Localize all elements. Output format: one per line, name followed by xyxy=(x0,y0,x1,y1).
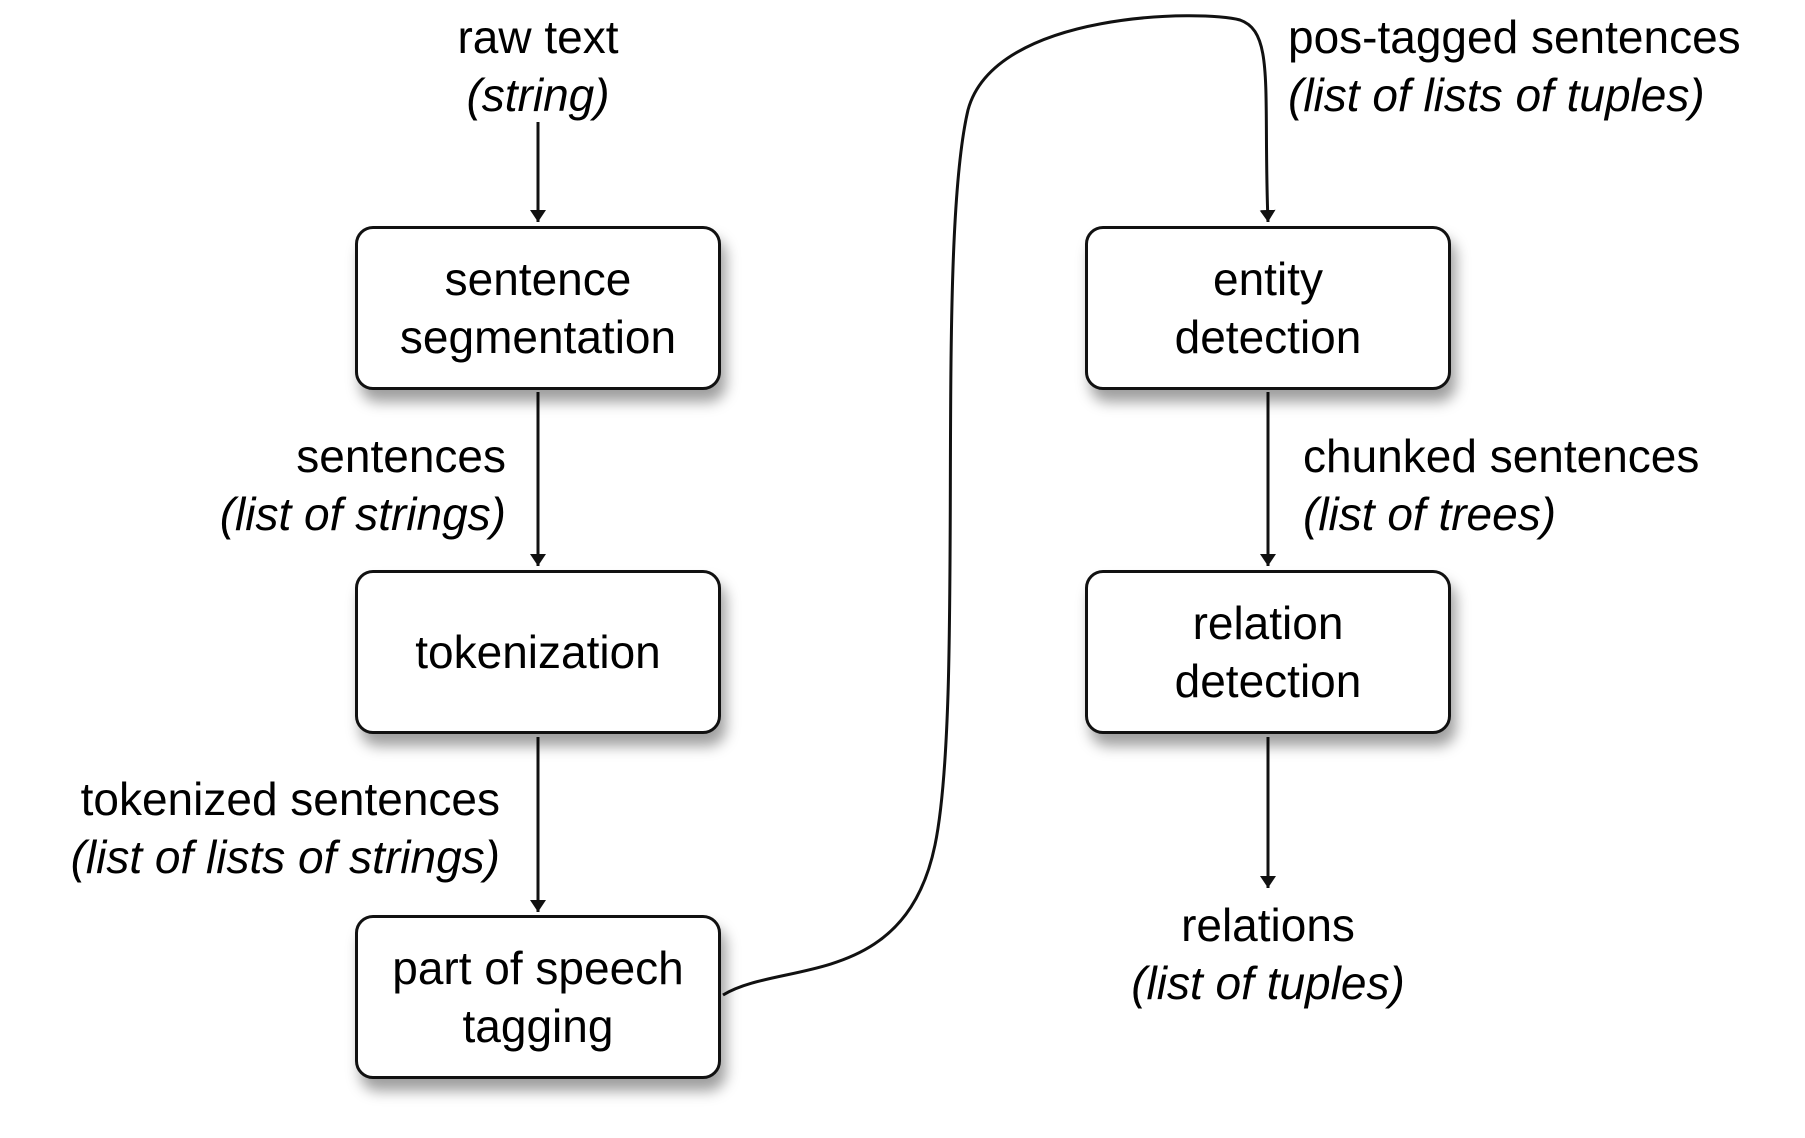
sentence-segmentation-line2: segmentation xyxy=(399,311,677,363)
entity-detection-box: entity detection xyxy=(1085,226,1451,390)
relations-label: relations (list of tuples) xyxy=(1068,896,1468,1012)
pos-tagging-box: part of speech tagging xyxy=(355,915,721,1079)
tokenized-sentences-label: tokenized sentences (list of lists of st… xyxy=(10,770,500,886)
chunked-sentences-label: chunked sentences (list of trees) xyxy=(1303,427,1783,543)
relations-type: (list of tuples) xyxy=(1131,957,1405,1009)
chunked-sentences-name: chunked sentences xyxy=(1303,430,1700,482)
raw-text-label: raw text (string) xyxy=(388,8,688,124)
sentences-type: (list of strings) xyxy=(219,488,506,540)
sentences-label: sentences (list of strings) xyxy=(150,427,506,543)
sentences-name: sentences xyxy=(296,430,506,482)
tokenization-line1: tokenization xyxy=(415,626,661,678)
entity-detection-line1: entity xyxy=(1213,253,1323,305)
pos-tagged-sentences-type: (list of lists of tuples) xyxy=(1288,69,1705,121)
pos-tagging-line2: tagging xyxy=(462,1000,614,1052)
relation-detection-line1: relation xyxy=(1192,597,1344,649)
relation-detection-box: relation detection xyxy=(1085,570,1451,734)
raw-text-name: raw text xyxy=(457,11,619,63)
pos-tagging-line1: part of speech xyxy=(392,942,684,994)
sentence-segmentation-line1: sentence xyxy=(444,253,632,305)
pos-tagged-sentences-label: pos-tagged sentences (list of lists of t… xyxy=(1288,8,1798,124)
raw-text-type: (string) xyxy=(466,69,610,121)
tokenization-box: tokenization xyxy=(355,570,721,734)
pos-tagged-sentences-name: pos-tagged sentences xyxy=(1288,11,1741,63)
sentence-segmentation-box: sentence segmentation xyxy=(355,226,721,390)
relation-detection-line2: detection xyxy=(1174,655,1362,707)
arrow-pos-tagging-to-entity-detection xyxy=(722,14,1276,997)
relations-name: relations xyxy=(1181,899,1355,951)
tokenized-sentences-type: (list of lists of strings) xyxy=(70,831,500,883)
chunked-sentences-type: (list of trees) xyxy=(1303,488,1557,540)
entity-detection-line2: detection xyxy=(1174,311,1362,363)
tokenized-sentences-name: tokenized sentences xyxy=(80,773,500,825)
